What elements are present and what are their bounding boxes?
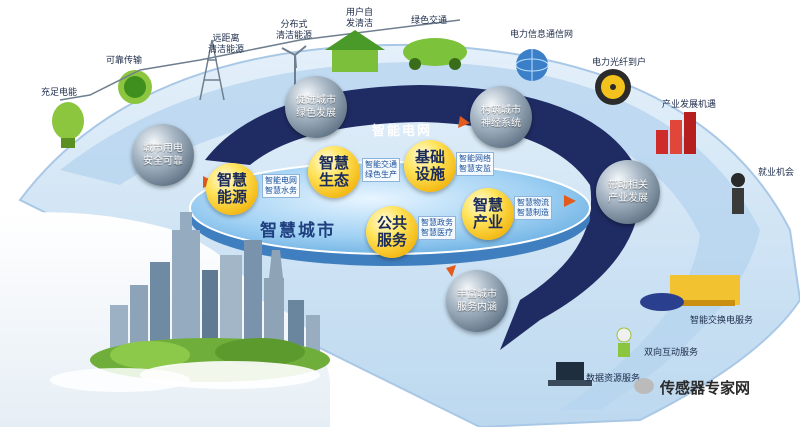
- pillar-public-service: 公共服务: [366, 206, 418, 258]
- node-city-services: 丰富城市服务内涵: [446, 270, 508, 332]
- pillar-smart-industry: 智慧产业: [462, 188, 514, 240]
- pillar-infrastructure: 基础设施: [404, 140, 456, 192]
- transmission-tower-icon: [59, 19, 461, 101]
- label-employment: 就业机会: [758, 168, 795, 178]
- tag-industry: 智慧物流智慧制造: [514, 196, 552, 220]
- label-green-transport: 绿色交通: [411, 16, 448, 26]
- tag-ecology: 智能交通绿色生产: [362, 158, 400, 182]
- label-two-way: 双向互动服务: [644, 348, 699, 358]
- node-neural-system: 构筑城市神经系统: [470, 86, 532, 148]
- label-user-clean: 用户自发清洁: [346, 8, 374, 29]
- car-icon: [640, 293, 684, 311]
- wechat-icon: [634, 378, 654, 394]
- node-industry-drive: 带动相关产业发展: [596, 160, 660, 224]
- label-smart-swap: 智能交换电服务: [690, 316, 754, 326]
- node-green-development: 促进城市绿色发展: [285, 76, 347, 138]
- tag-infrastructure: 智能网络智慧安监: [456, 152, 494, 176]
- radiation-icon: [595, 69, 631, 105]
- tag-energy: 智能电网智慧水务: [262, 174, 300, 198]
- smart-city-title: 智慧城市: [260, 221, 336, 241]
- label-charging: 充足电能: [41, 88, 78, 98]
- node-safe-power: 城市用电安全可靠: [132, 124, 194, 186]
- label-industry-development: 产业发展机遇: [662, 100, 717, 110]
- label-data-resource: 数据资源服务: [586, 374, 641, 384]
- green-island: [50, 338, 330, 392]
- globe-network-icon: [515, 49, 549, 81]
- label-fiber-to-home: 电力光纤到户: [592, 58, 647, 68]
- user-icon: [616, 327, 632, 357]
- pillar-smart-ecology: 智慧生态: [308, 146, 360, 198]
- person-icon: [731, 173, 745, 214]
- lightbulb-icon: [52, 102, 84, 148]
- sun-icon: [118, 70, 152, 104]
- tag-public-service: 智慧政务智慧医疗: [418, 216, 456, 240]
- label-distributed: 分布式清洁能源: [276, 20, 313, 41]
- laptop-icon: [548, 362, 592, 386]
- bar-chart-icon: [656, 112, 696, 154]
- watermark-text: 传感器专家网: [660, 379, 751, 397]
- label-long-distance: 远距离清洁能源: [208, 34, 245, 55]
- green-car-icon: [403, 38, 467, 70]
- smart-grid-title: 智能电网: [372, 124, 433, 139]
- house-icon: [325, 30, 385, 72]
- label-power-info-network: 电力信息通信网: [510, 30, 574, 40]
- label-reliable-transmission: 可靠传输: [106, 56, 143, 66]
- pillar-smart-energy: 智慧能源: [206, 163, 258, 215]
